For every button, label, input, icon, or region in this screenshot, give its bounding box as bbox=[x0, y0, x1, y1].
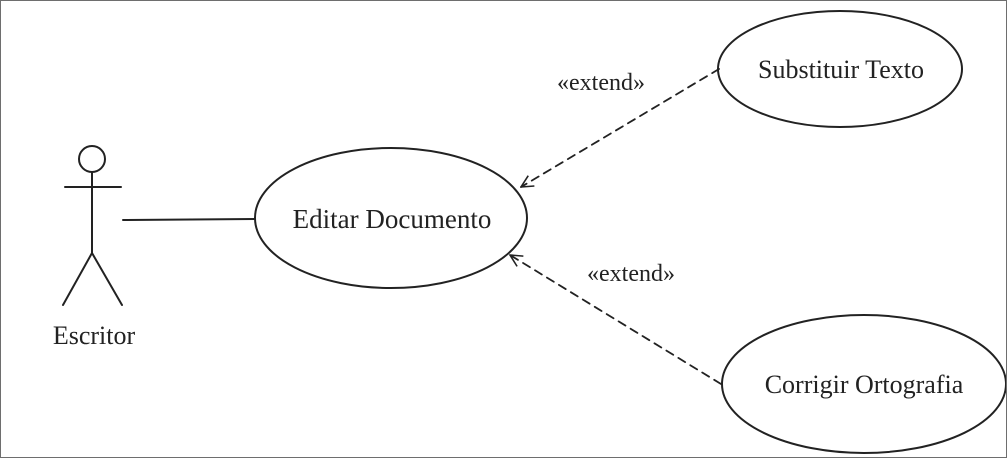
use-case-ellipse bbox=[254, 147, 528, 289]
use-case-label: Corrigir Ortografia bbox=[765, 370, 964, 399]
use-case-label: Editar Documento bbox=[293, 204, 492, 234]
extend-label: «extend» bbox=[557, 70, 645, 96]
dashed-arrow bbox=[510, 255, 722, 385]
actor-escritor[interactable]: Escritor bbox=[53, 145, 136, 350]
extend-label: «extend» bbox=[587, 261, 675, 287]
association-line bbox=[122, 218, 256, 221]
use-case-substituir-texto[interactable]: Substituir Texto bbox=[717, 10, 963, 128]
use-case-label: Substituir Texto bbox=[758, 55, 924, 84]
use-case-ellipse bbox=[721, 314, 1006, 454]
stick-figure-icon bbox=[62, 145, 123, 306]
extend-relation-corrigir[interactable]: «extend» bbox=[510, 255, 722, 385]
actor-label: Escritor bbox=[53, 321, 136, 350]
extend-relation-substituir[interactable]: «extend» bbox=[521, 68, 720, 187]
use-case-corrigir-ortografia[interactable]: Corrigir Ortografia bbox=[721, 314, 1006, 454]
use-case-editar-documento[interactable]: Editar Documento bbox=[254, 147, 528, 289]
dashed-arrow bbox=[521, 68, 720, 187]
